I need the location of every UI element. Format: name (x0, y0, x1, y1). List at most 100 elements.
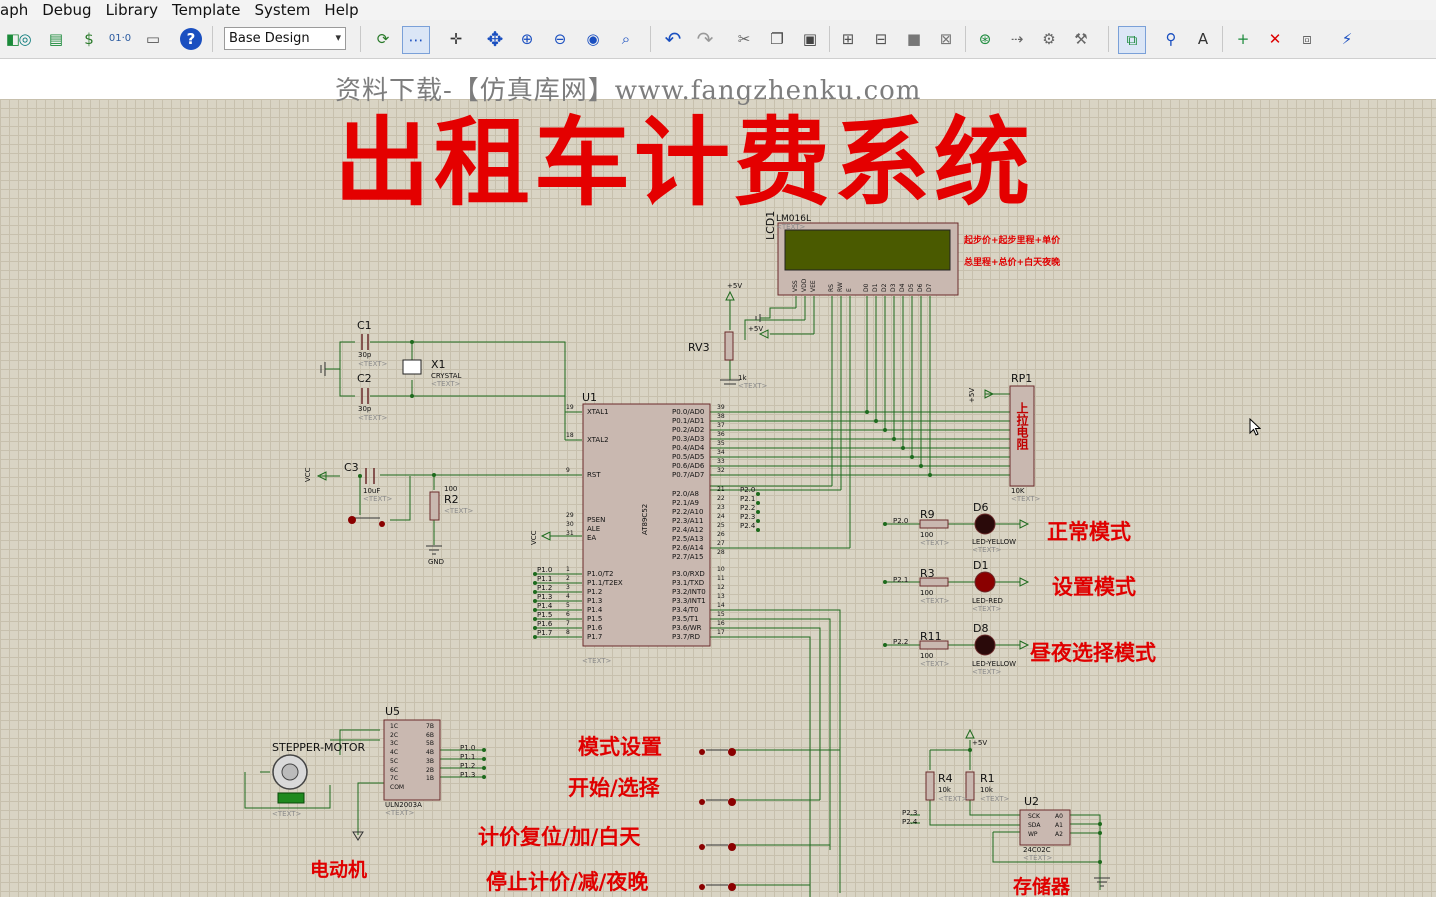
remove-sheet-icon[interactable]: ✕ (1268, 29, 1282, 48)
bill-of-materials-icon[interactable]: $ (84, 29, 94, 48)
refresh-icon[interactable]: ⟳ (376, 29, 390, 48)
block-rotate-icon[interactable]: ■ (906, 29, 922, 48)
mcu-pin-label: P2.4/A12 (672, 526, 704, 534)
rv3-ref[interactable]: RV3 (688, 341, 710, 354)
zoom-area-icon[interactable]: ⌕ (621, 29, 631, 48)
menu-template[interactable]: Template (172, 1, 241, 19)
mcu-pin-number: 24 (717, 513, 725, 520)
mcu-pin-label: P0.7/AD7 (672, 471, 705, 479)
net-p1-6: P1.6 (537, 620, 553, 628)
mcu-pin-label: ALE (587, 525, 601, 533)
d1-ref[interactable]: D1 (973, 559, 989, 572)
text-placeholder: <TEXT> (980, 795, 1010, 803)
eeprom-body (1019, 809, 1071, 846)
mcu-pin-label: P2.2/A10 (672, 508, 704, 516)
grid-icon[interactable]: ⋯ (402, 26, 430, 54)
u5-ref[interactable]: U5 (385, 705, 401, 718)
lcd-pin-label: D3 (890, 283, 897, 292)
label-storage: 存储器 (1013, 876, 1071, 898)
text-placeholder: <TEXT> (920, 660, 950, 668)
mcu-ref[interactable]: U1 (582, 391, 598, 404)
design-explorer-icon[interactable]: ⚡ (1341, 29, 1353, 48)
mcu-pin-number: 23 (717, 504, 725, 511)
mcu-pin-number: 30 (566, 521, 574, 528)
undo-icon[interactable]: ↶ (664, 27, 682, 51)
u2-ref[interactable]: U2 (1024, 795, 1040, 808)
pick-device-icon[interactable]: ⊛ (978, 29, 992, 48)
eeprom-pin-label: SDA (1028, 822, 1041, 829)
r11-ref[interactable]: R11 (920, 630, 942, 643)
cut-icon[interactable]: ✂ (737, 29, 751, 48)
block-delete-icon[interactable]: ⊠ (939, 29, 953, 48)
motor-label[interactable]: STEPPER-MOTOR (272, 741, 366, 754)
mcu-pin-label: XTAL1 (587, 408, 609, 416)
x1-ref[interactable]: X1 (431, 358, 446, 371)
zoom-all-icon[interactable]: ◉ (586, 29, 600, 48)
mcu-pin-number: 14 (717, 602, 725, 609)
menu-help[interactable]: Help (324, 1, 359, 19)
d8-ref[interactable]: D8 (973, 622, 989, 635)
mcu-pin-label: P3.3/INT1 (672, 597, 706, 605)
menu-library[interactable]: Library (105, 1, 159, 19)
r1-ref[interactable]: R1 (980, 772, 995, 785)
c1-ref[interactable]: C1 (357, 319, 372, 332)
c3-ref[interactable]: C3 (344, 461, 359, 474)
lcd-pin-label: D5 (908, 283, 915, 292)
net-p2-2: P2.2 (740, 504, 756, 512)
mcu-pin-number: 19 (566, 404, 574, 411)
net-led-p2-2: P2.2 (893, 638, 909, 646)
r2-ref[interactable]: R2 (444, 493, 459, 506)
schematic-canvas[interactable] (0, 99, 1436, 897)
zoom-out-icon[interactable]: ⊖ (553, 29, 567, 48)
r4-ref[interactable]: R4 (938, 772, 953, 785)
c2-ref[interactable]: C2 (357, 372, 372, 385)
open-icon[interactable]: ◧ (5, 29, 21, 48)
property-assign-icon[interactable]: A (1197, 29, 1209, 48)
lcd-pin-label: D0 (863, 283, 870, 292)
redo-icon[interactable]: ↷ (696, 27, 714, 51)
menu-system[interactable]: System (254, 1, 311, 19)
rp1-ref[interactable]: RP1 (1011, 372, 1033, 385)
help-icon[interactable]: ? (178, 26, 204, 52)
wire-autorouter-icon[interactable]: ⧉ (1118, 26, 1146, 54)
net-p2-3: P2.3 (740, 513, 756, 521)
mcu-pin-label: P1.4 (587, 606, 603, 614)
menu-debug[interactable]: Debug (42, 1, 92, 19)
decompose-icon[interactable]: ⚒ (1074, 29, 1088, 48)
goto-sheet-icon[interactable]: ⧈ (1302, 29, 1312, 48)
save-icon[interactable]: ▤ (48, 29, 64, 48)
pan-icon[interactable]: ✥ (486, 27, 504, 51)
layer-select[interactable]: Base Design▾ (224, 27, 346, 50)
mcu-pin-label: P0.2/AD2 (672, 426, 705, 434)
r11-value: 100 (920, 652, 934, 660)
zoom-icon[interactable]: ◎ (18, 29, 32, 48)
zoom-in-icon[interactable]: ⊕ (520, 29, 534, 48)
menu-graph[interactable]: aph (0, 1, 29, 19)
uln-pin-label: 1B (426, 775, 434, 783)
copy-icon[interactable]: ❐ (770, 29, 784, 48)
origin-icon[interactable]: ✛ (449, 29, 463, 48)
uln-pin-label: COM (390, 783, 405, 791)
make-device-icon[interactable]: ⇢ (1010, 29, 1024, 48)
net-led-p2-0: P2.0 (893, 517, 909, 525)
netlist-icon[interactable]: 01·0 (108, 33, 132, 44)
lcd-pin-label: D4 (899, 283, 906, 292)
block-copy-icon[interactable]: ⊞ (841, 29, 855, 48)
r3-ref[interactable]: R3 (920, 567, 935, 580)
r9-ref[interactable]: R9 (920, 508, 935, 521)
uln-pin-label: 4B (426, 749, 434, 757)
d6-ref[interactable]: D6 (973, 501, 989, 514)
search-icon[interactable]: ⚲ (1165, 29, 1177, 48)
canvas-header-strip (0, 59, 1436, 99)
paste-icon[interactable]: ▣ (802, 29, 818, 48)
mcu-pin-number: 39 (717, 404, 725, 411)
text-placeholder: <TEXT> (972, 605, 1002, 613)
label-motor: 电动机 (310, 859, 368, 881)
new-sheet-icon[interactable]: + (1236, 29, 1250, 48)
packaging-icon[interactable]: ⚙ (1042, 29, 1056, 48)
net-eeprom-p2-4: P2.4 (902, 818, 918, 826)
net-p2-1: P2.1 (740, 495, 756, 503)
block-move-icon[interactable]: ⊟ (874, 29, 888, 48)
mcu-pin-number: 21 (717, 486, 725, 493)
document-icon[interactable]: ▭ (145, 29, 161, 48)
